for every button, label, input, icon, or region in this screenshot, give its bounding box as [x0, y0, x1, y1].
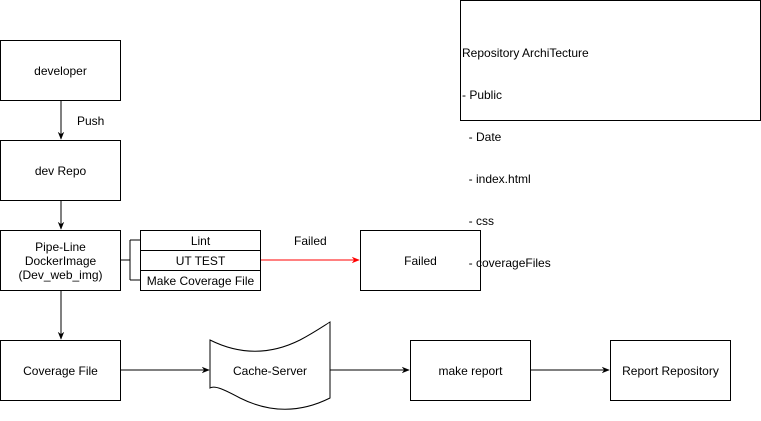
coverage-file-label: Coverage File — [23, 363, 98, 378]
note-title: Repository ArchiTecture — [462, 46, 589, 60]
note-line-coverage-files: - coverageFiles — [462, 256, 551, 270]
note-line-date: - Date — [462, 130, 502, 144]
developer-label: developer — [34, 63, 87, 78]
push-label: Push — [77, 114, 105, 128]
note-line-public: - Public — [462, 88, 503, 102]
stage-lint-label: Lint — [190, 233, 211, 248]
note-line-index-html: - index.html — [462, 172, 531, 186]
stage-ut-test-label: UT TEST — [175, 253, 226, 268]
stage-ut-test: UT TEST — [140, 250, 261, 271]
stage-make-coverage-file-label: Make Coverage File — [146, 273, 255, 288]
developer-node: developer — [0, 40, 121, 101]
failed-edge-label: Failed — [294, 234, 327, 248]
pipeline-label-line3: (Dev_web_img) — [18, 267, 103, 282]
note-line-css: - css — [462, 214, 494, 228]
dev-repo-label: dev Repo — [34, 163, 87, 178]
stage-lint: Lint — [140, 230, 261, 251]
make-report-label: make report — [438, 363, 503, 378]
make-report-node: make report — [410, 340, 531, 401]
pipeline-node: Pipe-Line DockerImage (Dev_web_img) — [0, 230, 121, 291]
cache-server-shape — [209, 321, 331, 410]
cache-server-label: Cache-Server — [232, 364, 308, 378]
failed-node-label: Failed — [404, 253, 437, 268]
dev-repo-node: dev Repo — [0, 140, 121, 201]
repository-architecture-note: Repository ArchiTecture - Public - Date … — [460, 0, 761, 270]
pipeline-stage-bracket — [121, 239, 140, 281]
pipeline-label-line1: Pipe-Line — [35, 239, 86, 254]
stage-make-coverage-file: Make Coverage File — [140, 270, 261, 291]
failed-node: Failed — [360, 230, 481, 291]
report-repository-node: Report Repository — [610, 340, 731, 401]
coverage-file-node: Coverage File — [0, 340, 121, 401]
report-repository-label: Report Repository — [622, 363, 719, 378]
pipeline-label-line2: DockerImage — [24, 253, 97, 268]
